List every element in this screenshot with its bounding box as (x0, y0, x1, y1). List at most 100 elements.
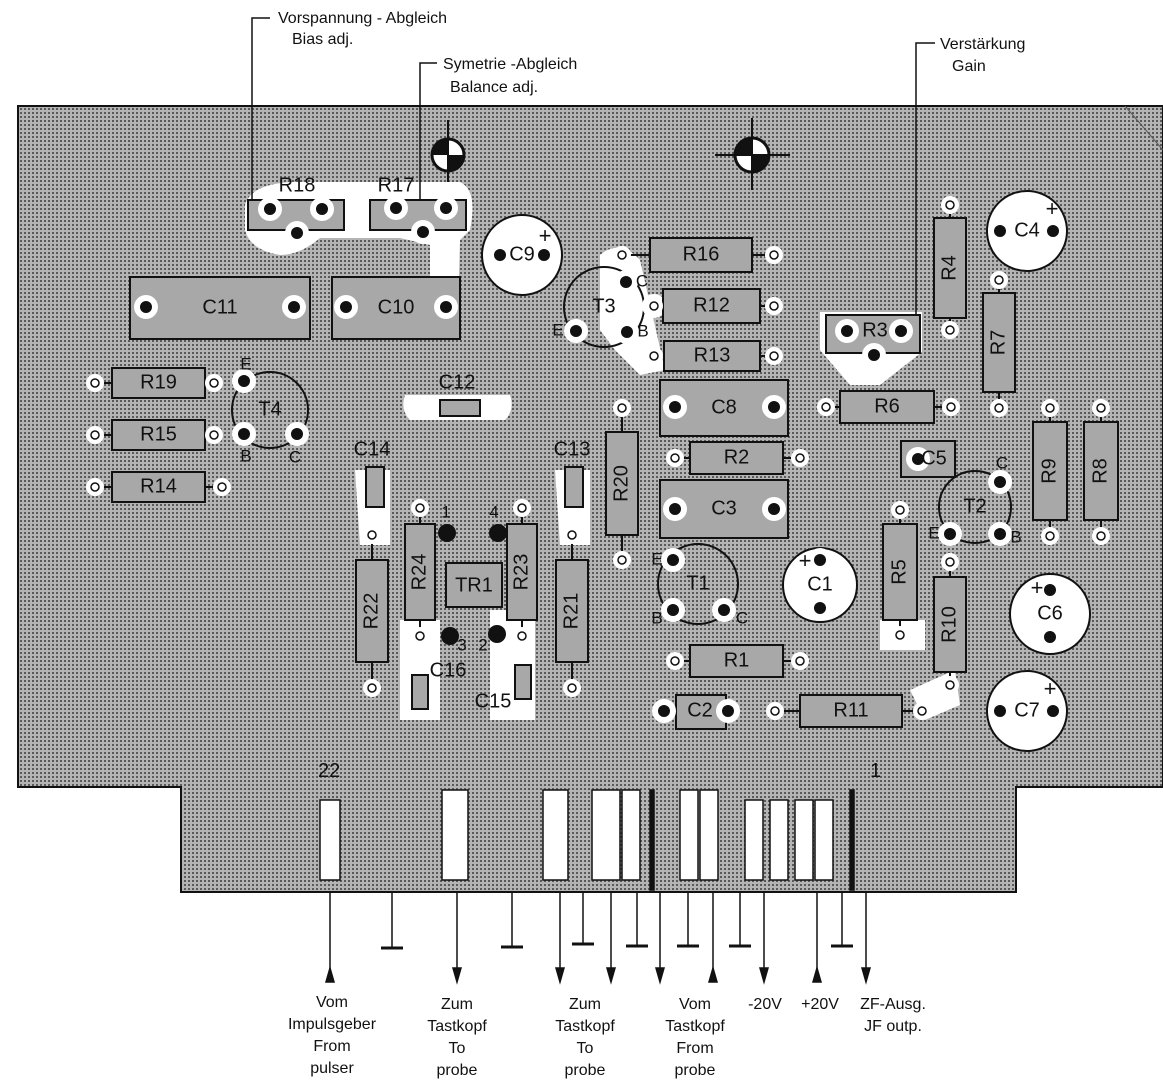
solder-pad-hole (617, 555, 627, 565)
resistor-r10 (933, 576, 967, 673)
solder-pad-hole (945, 680, 955, 690)
solder-pad-hole (367, 683, 377, 693)
solder-pad (666, 652, 684, 670)
solder-pad-hole (538, 249, 550, 261)
solder-pad-hole (1047, 705, 1059, 717)
transistor-t1 (657, 543, 739, 625)
label-t4: T4 (258, 398, 281, 420)
label-r10: R10 (938, 606, 960, 643)
label-r17: R17 (378, 174, 415, 196)
label-c13: C13 (554, 438, 591, 460)
solder-pad (513, 627, 531, 645)
solder-pad-hole (795, 453, 805, 463)
solder-pad (213, 478, 231, 496)
solder-pad-hole (994, 528, 1006, 540)
label-r4: R4 (938, 255, 960, 281)
resistor-r16 (649, 237, 753, 273)
solder-pad-hole (1096, 403, 1106, 413)
solder-pad-hole (994, 403, 1004, 413)
caption-line: Vom (678, 996, 711, 1013)
arrow-icon (655, 967, 665, 985)
solder-pad-hole (517, 503, 527, 513)
caption-line: JF outp. (864, 1018, 922, 1035)
label-tr1: TR1 (455, 574, 493, 596)
solder-pad-hole (90, 482, 100, 492)
resistor-r1 (689, 644, 784, 678)
solder-pad-hole (841, 325, 853, 337)
solder-pad (1092, 527, 1110, 545)
electrolytic-c9 (481, 214, 563, 296)
solder-pad (363, 526, 381, 544)
solder-pad (941, 321, 959, 339)
solder-pad (613, 551, 631, 569)
pin-label: E (240, 354, 251, 373)
solder-pad-hole (944, 528, 956, 540)
label-c6: C6 (1037, 602, 1063, 624)
label-r16: R16 (683, 243, 720, 265)
label-r18: R18 (279, 174, 316, 196)
pin-label: B (1010, 527, 1021, 546)
solder-pad-hole (868, 349, 880, 361)
capacitor-c15 (514, 664, 532, 700)
caption-line: +20V (801, 996, 839, 1013)
solder-pad-hole (217, 482, 227, 492)
solder-pad-hole (238, 428, 250, 440)
solder-pad-hole (1047, 225, 1059, 237)
solder-pad-hole (722, 705, 734, 717)
label-t2: T2 (963, 495, 986, 517)
arrow-icon (325, 965, 335, 983)
solder-pad (438, 524, 456, 542)
solder-pad-hole (440, 202, 452, 214)
transistor-t2 (938, 470, 1012, 544)
minus20-caption: -20V (740, 994, 790, 1016)
label-c10: C10 (378, 296, 415, 318)
label-r23: R23 (510, 554, 532, 591)
pin-label: C (289, 447, 301, 466)
solder-pad (990, 271, 1008, 289)
capacitor-c16 (411, 674, 429, 710)
caption-line: Tastkopf (427, 1018, 487, 1035)
label-c4: C4 (1014, 219, 1040, 241)
solder-pad-hole (238, 375, 250, 387)
solder-pad (913, 702, 931, 720)
resistor-r11 (799, 694, 903, 728)
solder-pad-hole (658, 705, 670, 717)
solder-pad (563, 526, 581, 544)
edge-number-22: 22 (318, 760, 340, 782)
caption-line: From (313, 1038, 351, 1055)
solder-pad (205, 374, 223, 392)
label-r6: R6 (874, 395, 900, 417)
resistor-r22 (355, 559, 389, 663)
solder-pad (488, 625, 506, 643)
gain-label-en: Gain (952, 58, 986, 75)
label-r19: R19 (140, 371, 177, 393)
resistor-r15 (111, 419, 206, 451)
solder-pad (1041, 527, 1059, 545)
label-c1: C1 (807, 573, 833, 595)
solder-pad-hole (140, 301, 152, 313)
solder-pad-hole (769, 250, 779, 260)
resistor-r23 (506, 523, 538, 621)
to-probe-caption-2: Zum Tastkopf To probe (540, 994, 630, 1082)
pin-label: E (928, 523, 939, 542)
resistor-r24 (404, 523, 436, 621)
label-c5: C5 (921, 447, 947, 469)
solder-pad-hole (90, 378, 100, 388)
solder-pad-hole (1045, 403, 1055, 413)
label-r15: R15 (140, 423, 177, 445)
caption-line: Zum (569, 996, 601, 1013)
solder-pad-hole (415, 631, 425, 641)
pin-label: E (651, 549, 662, 568)
solder-pad-hole (209, 378, 219, 388)
label-c16: C16 (430, 659, 467, 681)
solder-pad (891, 501, 909, 519)
solder-pad-hole (440, 301, 452, 313)
resistor-r12 (662, 288, 761, 324)
resistor-r5 (882, 523, 918, 621)
solder-pad-hole (994, 275, 1004, 285)
solder-pad-hole (264, 203, 276, 215)
solder-pad (645, 347, 663, 365)
solder-pad (791, 652, 809, 670)
electrolytic-c4 (986, 190, 1068, 272)
label-r13: R13 (694, 344, 731, 366)
